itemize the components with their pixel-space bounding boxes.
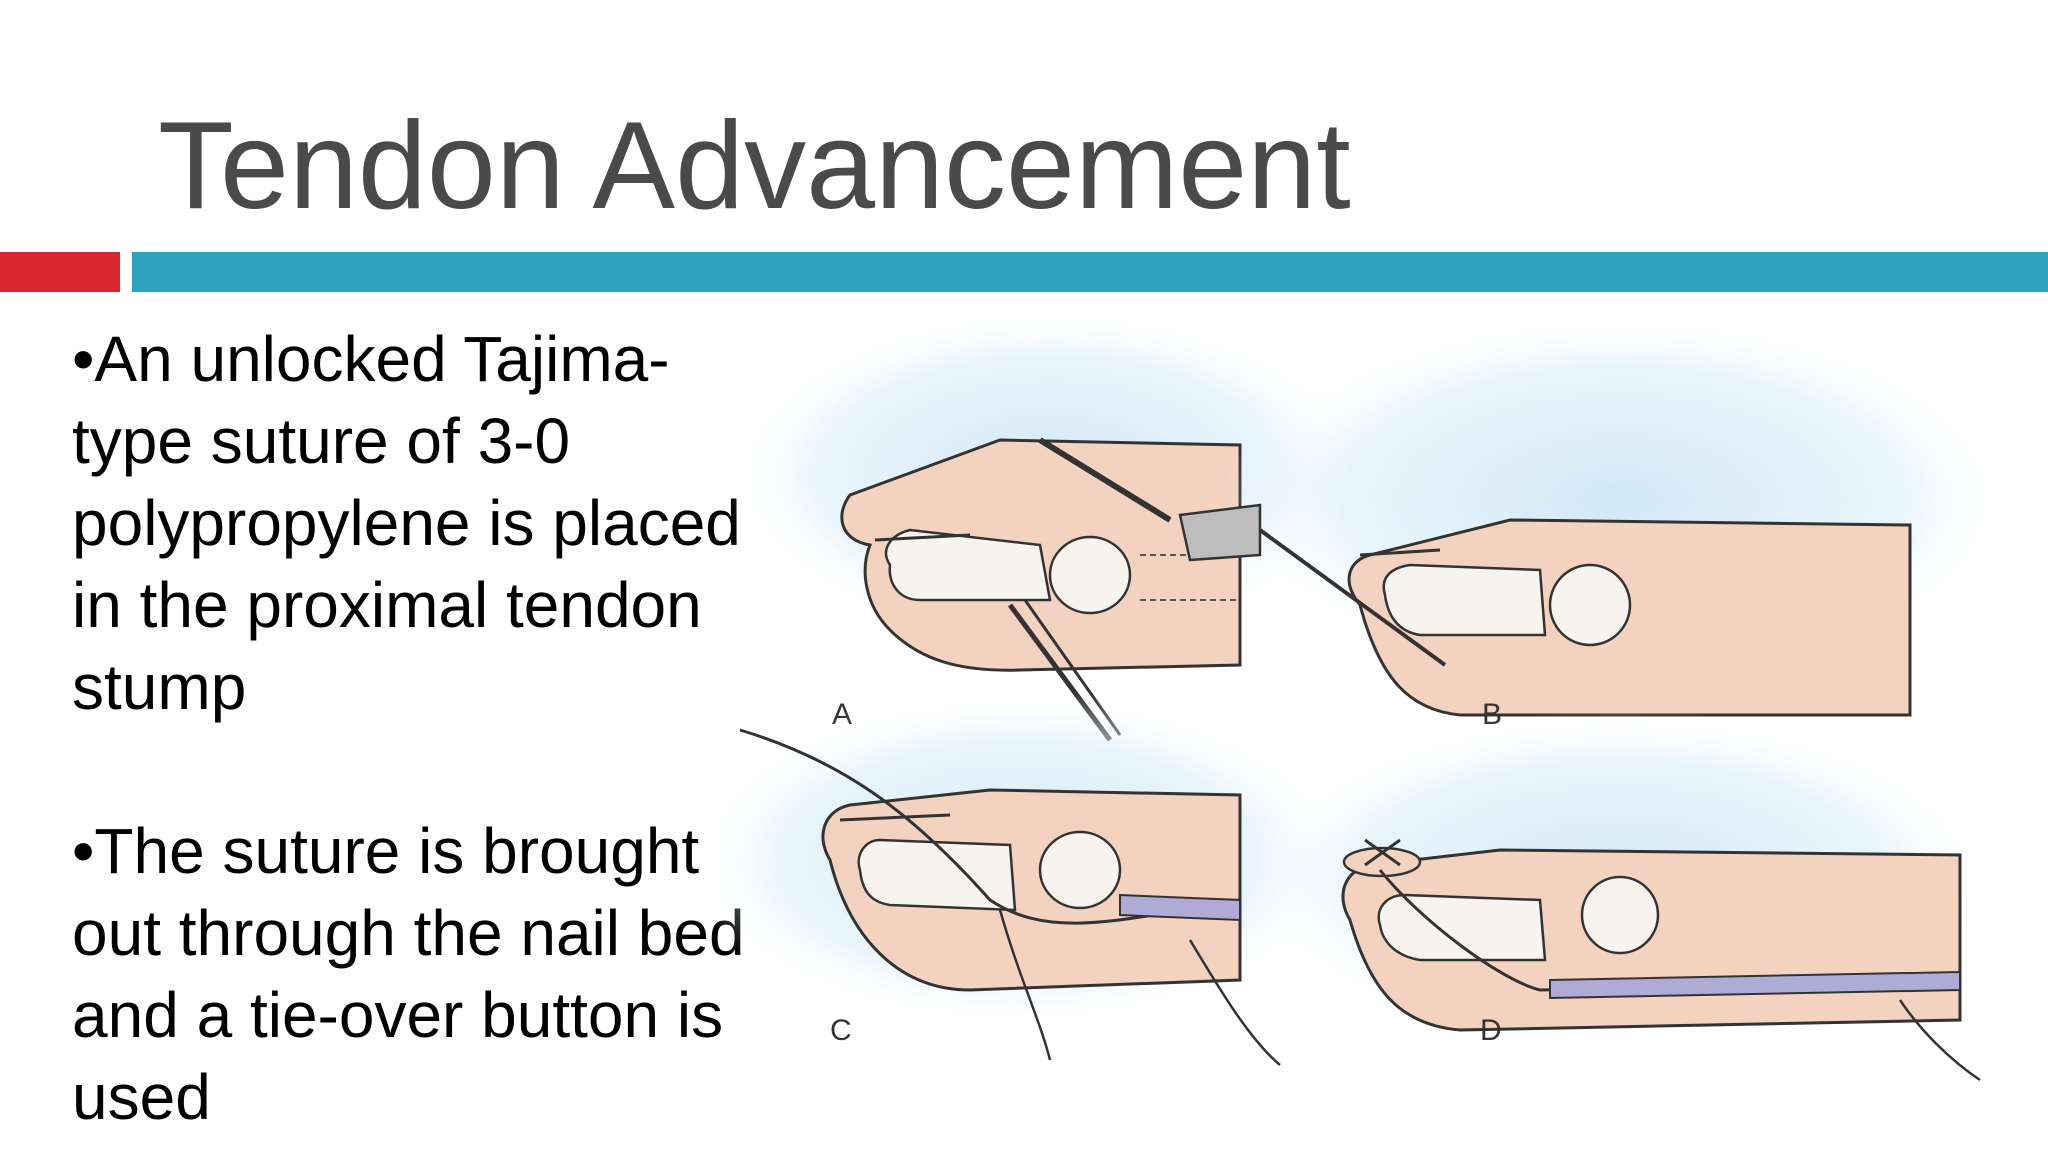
panel-label-d: D: [1480, 1014, 1502, 1047]
panel-a: [720, 305, 1380, 742]
bullet-2: •The suture is brought out through the n…: [72, 815, 745, 1133]
bullet-1: •An unlocked Tajima-type suture of 3-0 p…: [72, 323, 741, 723]
panel-c: [720, 690, 1360, 1066]
surgical-illustration: A B C D: [720, 305, 2020, 1082]
slide-title: Tendon Advancement: [158, 97, 1351, 235]
accent-bar-blue: [132, 252, 2048, 292]
panel-label-c: C: [830, 1014, 852, 1047]
bullet-list: •An unlocked Tajima-type suture of 3-0 p…: [72, 318, 772, 1138]
panel-b: [1038, 310, 2020, 717]
panel-d: [1240, 710, 2000, 1082]
accent-bar-red: [0, 252, 120, 292]
